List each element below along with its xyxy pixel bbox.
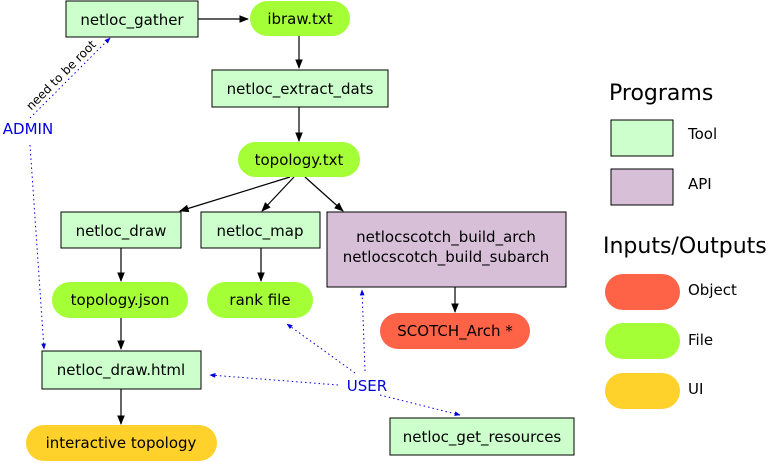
edge-user-html [209,373,339,386]
node-topology-json: topology.json [52,282,188,318]
edge-admin-gather [29,37,111,119]
legend-api-swatch [610,168,674,206]
node-label: ibraw.txt [267,10,332,28]
node-label: SCOTCH_Arch * [397,322,513,341]
edge-topology-scotch [304,176,344,212]
legend-object-label: Object [688,281,737,299]
actor-user: USER [347,377,387,395]
edge-user-scotch [359,289,366,372]
node-label: rank file [229,291,290,309]
edge-user-rankfile [286,323,356,374]
node-ibraw: ibraw.txt [250,1,350,36]
legend-file-label: File [688,331,713,349]
edge-topology-draw [179,176,291,213]
node-scotch-arch: SCOTCH_Arch * [380,313,530,349]
legend-tool-label: Tool [687,125,717,143]
note-need-root: need to be root [24,37,100,113]
node-label: topology.txt [255,151,344,169]
edge-admin-html [29,144,47,350]
node-label: netloc_gather [80,11,184,30]
node-label-arch: netlocscotch_build_arch [356,228,536,247]
legend-ui-swatch [605,373,680,409]
legend-io-title: Inputs/Outputs [603,234,767,259]
node-label: netloc_get_resources [403,428,562,447]
node-netloc-draw: netloc_draw [60,211,182,249]
node-topology-txt: topology.txt [238,142,360,177]
node-interactive-topology: interactive topology [26,425,217,461]
node-netloc-draw-html: netloc_draw.html [41,350,202,390]
legend-api-label: API [688,175,712,193]
legend: Programs Tool API Inputs/Outputs Object … [603,81,767,409]
legend-ui-label: UI [688,380,703,398]
node-label-subarch: netlocscotch_build_subarch [343,248,550,267]
node-label: netloc_map [216,222,303,241]
node-netloc-get-resources: netloc_get_resources [389,417,575,456]
node-label: netloc_draw [76,222,167,241]
edges [117,15,459,425]
actor-admin: ADMIN [3,120,53,138]
legend-object-swatch [605,274,680,310]
actor-edges [29,37,461,417]
node-label: netloc_extract_dats [227,80,374,99]
node-netlocscotch-build: netlocscotch_build_arch netlocscotch_bui… [326,211,567,288]
node-label: netloc_draw.html [57,361,185,380]
edge-topology-map [261,176,295,212]
node-label: topology.json [71,291,170,309]
node-netloc-map: netloc_map [200,211,321,249]
legend-tool-swatch [610,119,674,157]
node-label: interactive topology [46,434,197,452]
edge-user-resources [379,394,461,417]
legend-programs-title: Programs [609,81,713,106]
node-netloc-gather: netloc_gather [65,0,199,38]
node-rank-file: rank file [207,282,313,318]
node-netloc-extract-dats: netloc_extract_dats [211,69,389,108]
legend-file-swatch [605,323,680,359]
